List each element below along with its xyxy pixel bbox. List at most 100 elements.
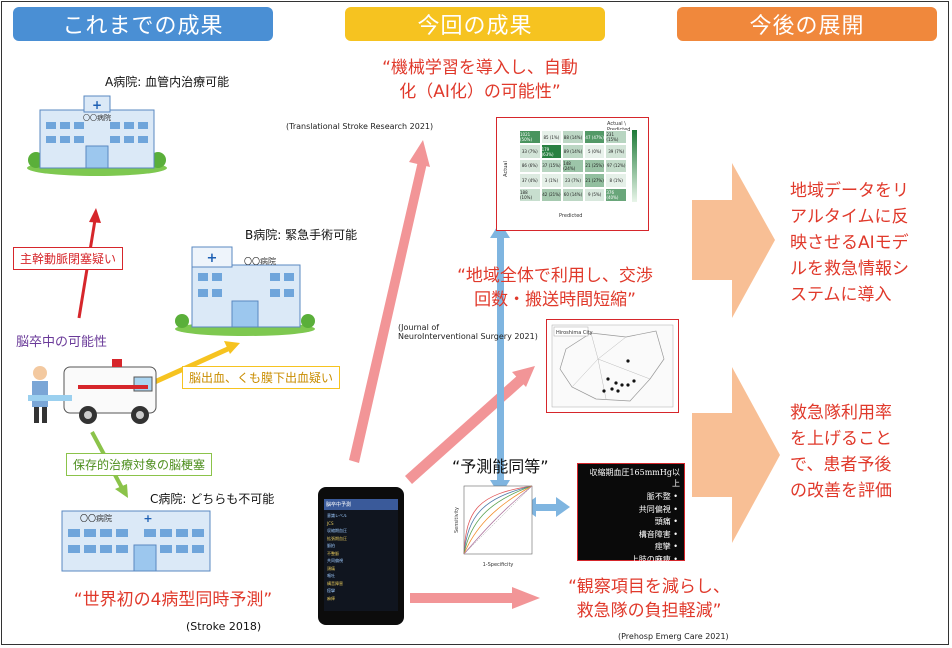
phone-row: 共同偏視 (327, 558, 343, 563)
hospital-a-label: A病院: 血管内治療可能 (105, 75, 230, 89)
checklist-item: 頭痛 • (654, 517, 678, 526)
future-item-1-line: ルを救急情報シ (790, 259, 909, 279)
cm-cell: 188 (10%) (519, 187, 541, 202)
phone-row: 脈拍 (327, 543, 335, 548)
cm-cell: 1021 (50%) (519, 130, 541, 145)
checklist-item: 構音障害 • (638, 529, 678, 539)
cm-xlabel: Predicted (559, 213, 583, 219)
blue-arrow-horizontal (530, 504, 560, 511)
hospital-building-icon: + 〇〇病院 (175, 246, 315, 336)
cm-cell: 9 (5%) (583, 187, 606, 202)
cm-cell: 5 (0%) (583, 144, 606, 159)
confusion-matrix-figure: Actual \ Predicted Actual Predicted 1021… (496, 117, 649, 231)
checklist-title: 収縮期血圧165mmHg以上 (589, 468, 680, 488)
cm-cell: 97 (12%) (605, 158, 627, 174)
svg-text:Hiroshima City: Hiroshima City (556, 330, 593, 336)
quote-observe-line1: “観察項目を減らし、 (568, 577, 730, 597)
checklist-item: 上肢の麻痺 • (630, 554, 678, 564)
quote-ml: “機械学習を導入し、自動 化（AI化）の可能性” (350, 56, 610, 104)
arrow-head-b (224, 341, 240, 354)
cm-grid: 1021 (50%)85 (1%)88 (14%)47 (47%)231 (15… (519, 130, 627, 202)
svg-text:〇〇病院: 〇〇病院 (80, 513, 112, 523)
phone-row: 収縮期血圧 (327, 528, 347, 533)
phone-row: 構音障害 (327, 580, 343, 586)
cm-colorbar (632, 130, 637, 202)
roc-curve-figure: 1-Specificity Sensitivity (454, 485, 533, 568)
cm-cell: 42 (21%) (540, 187, 563, 202)
cm-cell: 3 (1%) (540, 173, 563, 188)
future-item-1: 地域データをリアルタイムに反映させるAIモデルを救急情報システムに導入 (790, 178, 940, 308)
cm-ylabel: Actual (502, 161, 509, 177)
cm-cell: 37 (15%) (540, 158, 563, 174)
cm-cell: 47 (47%) (583, 130, 606, 145)
pink-arrow-region (405, 375, 525, 484)
citation-jnis: (Journal of NeuroInterventional Surgery … (398, 323, 538, 341)
cm-cell: 179 (63%) (540, 144, 563, 159)
phone-row: 頭痛 (327, 565, 335, 571)
header-past: これまでの成果 (13, 7, 273, 41)
quote-observe-line2: 救急隊の負担軽減” (576, 601, 722, 621)
cm-cell: 88 (14%) (562, 130, 584, 145)
checklist-items: 脈不整 • 共同偏視 • 頭痛 • 構音障害 • 痙攣 • 上肢の麻痺 • (578, 491, 684, 566)
citation-tsr: (Translational Stroke Research 2021) (286, 122, 434, 131)
quote-world-first: “世界初の4病型同時予測” (73, 590, 273, 610)
svg-text:+: + (143, 512, 152, 525)
future-item-2-line: 救急隊利用率 (790, 403, 892, 423)
checklist-item: 脈不整 • (646, 492, 678, 501)
header-current: 今回の成果 (345, 7, 605, 41)
phone-row: 不整脈 (327, 550, 339, 556)
citation-prehosp: (Prehosp Emerg Care 2021) (618, 632, 729, 641)
cm-cell: 37 (4%) (519, 173, 541, 188)
phone-row: JCS (327, 520, 334, 526)
cm-cell: 231 (15%) (605, 130, 627, 145)
svg-text:+: + (207, 251, 218, 266)
arrow-head-c (115, 484, 128, 498)
phone-row: 嘔吐 (327, 573, 335, 578)
citation-jnis-line2: NeuroInterventional Surgery 2021) (398, 332, 538, 341)
svg-text:Sensitivity: Sensitivity (454, 507, 460, 533)
checklist-item: 痙攣 • (654, 542, 678, 551)
hospital-b-label: B病院: 緊急手術可能 (245, 228, 358, 242)
future-arrow-2 (692, 367, 780, 543)
quote-region-line1: “地域全体で利用し、交渉 (457, 266, 653, 286)
quote-ml-line1: “機械学習を導入し、自動 (382, 58, 578, 78)
arrow-head-a (89, 208, 101, 223)
hospital-c-label: C病院: どちらも不可能 (150, 492, 275, 506)
citation-jnis-line1: (Journal of (398, 323, 440, 332)
phone-row: 拡張期血圧 (327, 535, 347, 541)
cm-cell: 33 (7%) (519, 144, 541, 159)
cm-cell: 8 (1%) (605, 173, 627, 188)
cm-cell: 148 (24%) (562, 158, 584, 174)
quote-region-line2: 回数・搬送時間短縮” (474, 290, 636, 310)
checklist-item: 共同偏視 • (638, 504, 678, 514)
cm-cell: 376 (40%) (605, 187, 627, 202)
future-item-1-line: 地域データをリ (790, 181, 909, 201)
cm-cell: 21 (27%) (583, 173, 606, 188)
cm-cell: 85 (1%) (540, 130, 563, 145)
map-points (602, 359, 636, 393)
map-figure: Hiroshima City (546, 319, 679, 413)
cm-cell: 86 (6%) (519, 158, 541, 174)
ambulance-icon (28, 359, 157, 424)
label-hemorrhage: 脳出血、くも膜下出血疑い (182, 366, 341, 389)
svg-text:〇〇病院: 〇〇病院 (244, 256, 276, 266)
citation-stroke: (Stroke 2018) (186, 620, 262, 633)
cm-cell: 39 (7%) (605, 144, 627, 159)
future-arrow-1 (692, 163, 775, 318)
hospital-building-icon: + 〇〇病院 (27, 95, 167, 176)
cm-cell: 60 (14%) (562, 187, 584, 202)
quote-observe: “観察項目を減らし、 救急隊の負担軽減” (524, 575, 774, 623)
future-item-1-line: ステムに導入 (790, 285, 892, 305)
future-item-2: 救急隊利用率を上げることで、患者予後の改善を評価 (790, 400, 940, 504)
blue-arrow-vertical (497, 232, 504, 487)
label-aortic-occlusion: 主幹動脈閉塞疑い (13, 247, 124, 270)
checklist-panel: 収縮期血圧165mmHg以上 脈不整 • 共同偏視 • 頭痛 • 構音障害 • 痙攣 •… (577, 463, 685, 564)
future-item-2-line: で、患者予後 (790, 455, 892, 475)
future-item-1-line: 映させるAIモデ (790, 233, 909, 253)
phone-row: 痙攣 (327, 588, 335, 593)
header-future: 今後の展開 (677, 7, 937, 41)
pink-arrow-observe (410, 587, 540, 609)
